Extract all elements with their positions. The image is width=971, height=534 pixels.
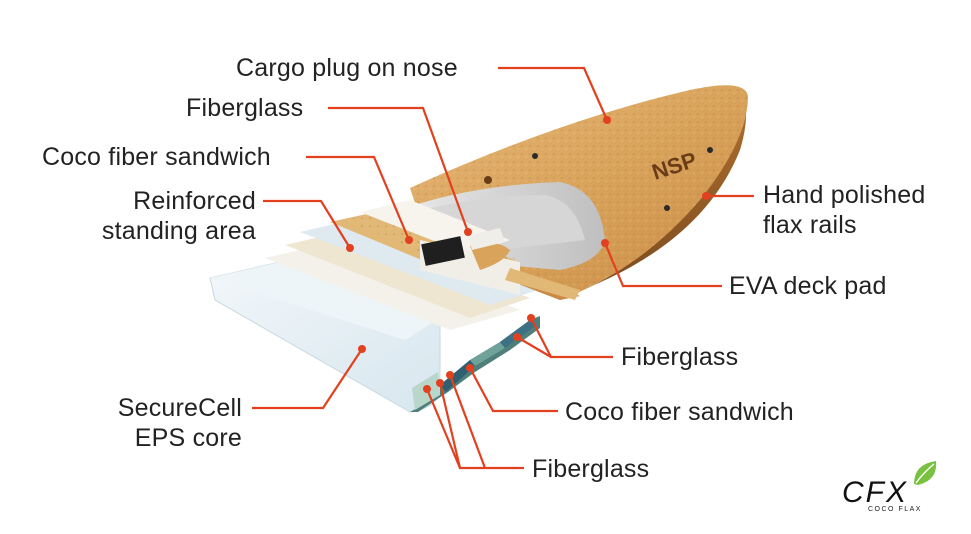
label-coco-sandwich-bottom: Coco fiber sandwich (565, 398, 794, 426)
label-cargo-plug: Cargo plug on nose (236, 54, 458, 82)
leaf-icon (914, 461, 937, 485)
label-securecell-eps-core: SecureCell EPS core (117, 394, 242, 452)
logo-subtext: COCO FLAX (868, 506, 922, 513)
label-hand-polished-flax-rails: Hand polished flax rails (763, 181, 926, 239)
label-reinforced-standing-area: Reinforced standing area (101, 187, 256, 245)
cfx-logo: CFX COCO FLAX (838, 458, 948, 520)
label-coco-sandwich-top: Coco fiber sandwich (42, 143, 271, 171)
label-fiberglass-bottom: Fiberglass (532, 455, 650, 483)
callout-dots (346, 116, 710, 393)
logo-text: CFX (842, 476, 908, 509)
carry-handle (421, 236, 465, 266)
label-eva-deck-pad: EVA deck pad (729, 272, 887, 300)
label-fiberglass-top: Fiberglass (186, 94, 304, 122)
label-fiberglass-mid: Fiberglass (621, 343, 739, 371)
callout-lines (252, 66, 754, 470)
